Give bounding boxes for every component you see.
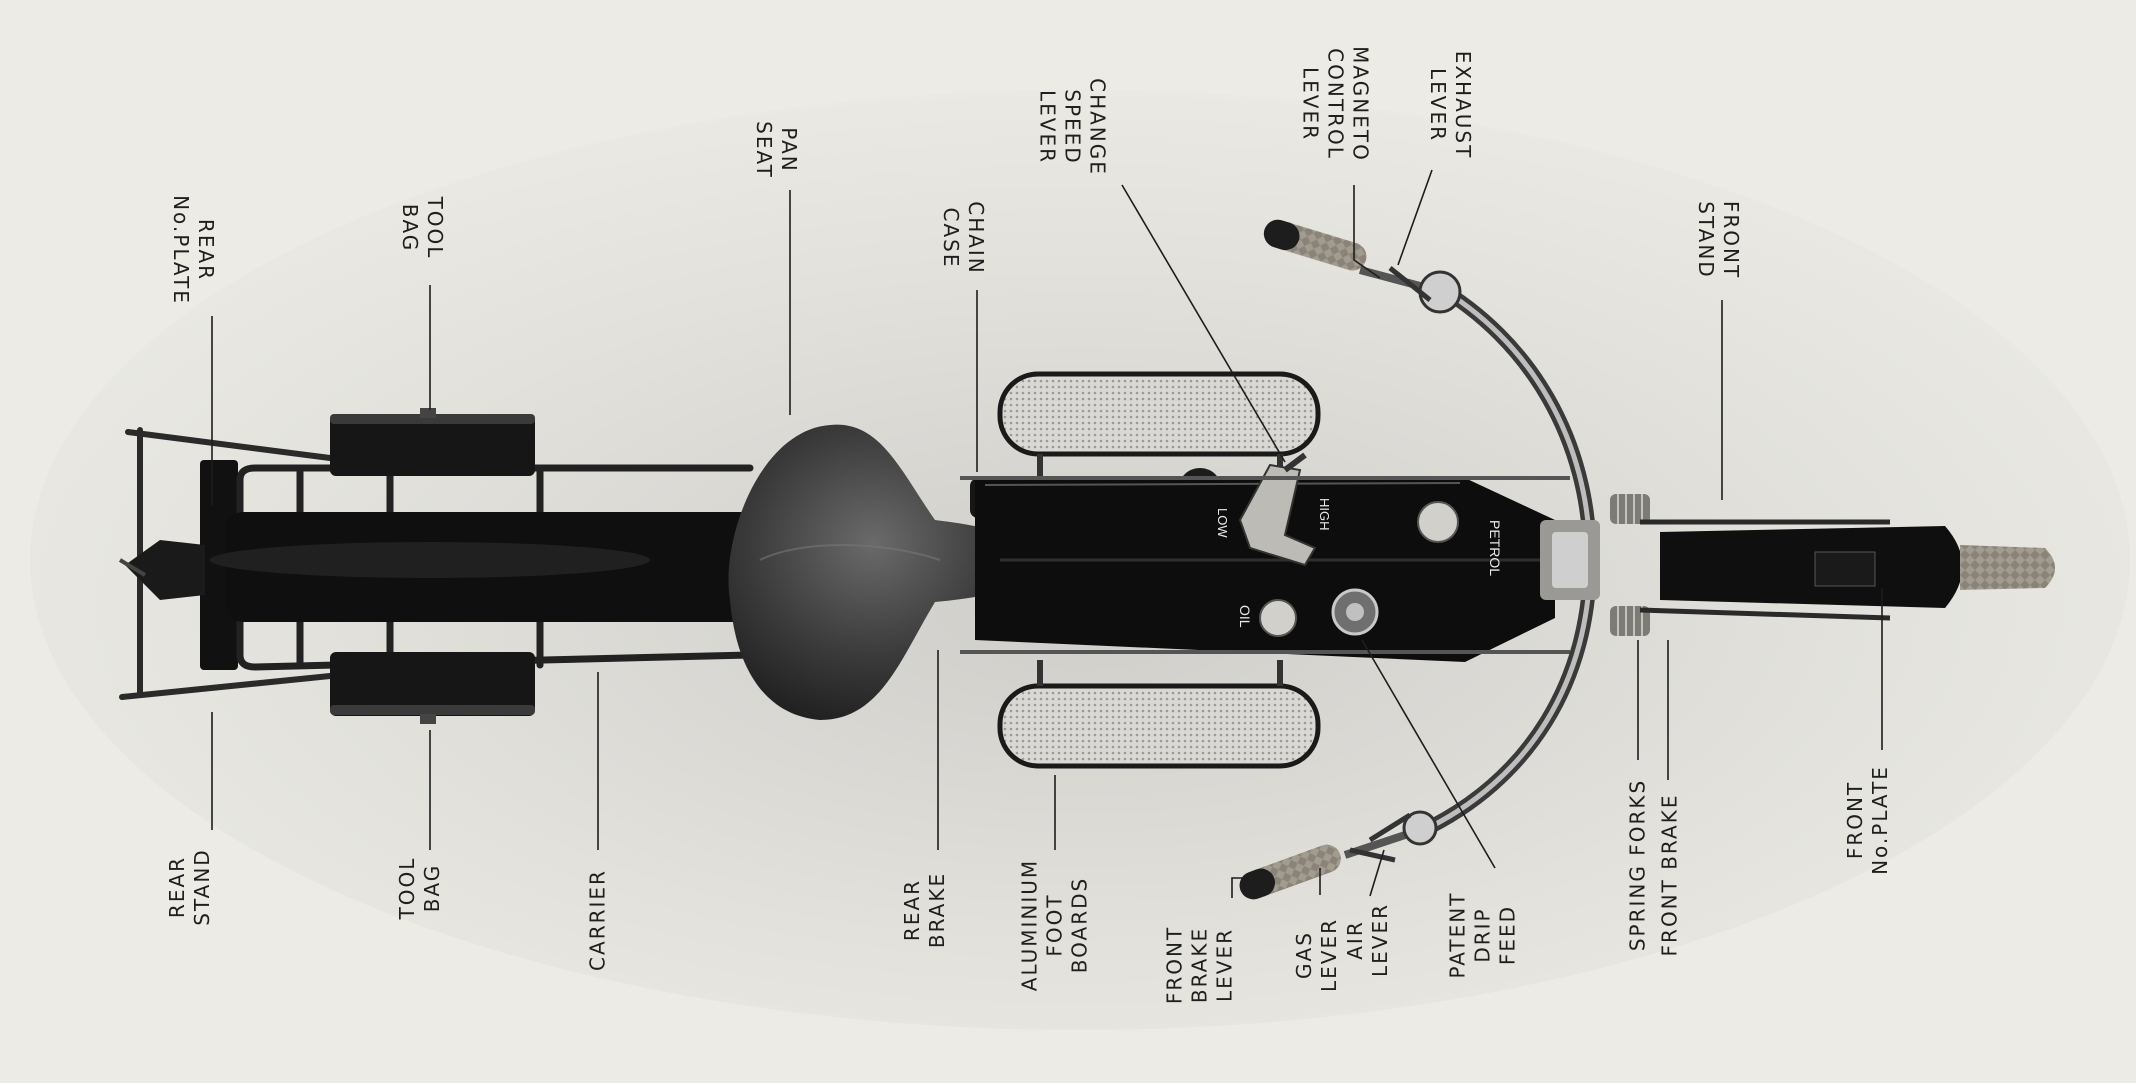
label-change-speed-lever-line-2: SPEED — [1060, 89, 1085, 165]
label-rear-brake-line-1: REAR — [900, 878, 924, 942]
label-magneto-line-3: LEVER — [1298, 66, 1323, 141]
fuel-tank — [975, 478, 1555, 662]
label-front-no-plate-line-2: No.PLATE — [1868, 765, 1892, 875]
tool-bag-top-shape — [330, 414, 535, 476]
label-air-lever-line-2: LEVER — [1368, 903, 1392, 977]
label-rear-no-plate-line-1: REAR — [194, 218, 218, 282]
leader-drip-feed — [1361, 639, 1496, 869]
label-front-brake-lever-line-2: BRAKE — [1187, 926, 1212, 1004]
handlebar-grip-bottom — [1239, 844, 1341, 900]
leader-change-speed — [1121, 184, 1286, 463]
rear-light — [125, 540, 205, 600]
label-tool-bag-bottom-line-2: BAG — [420, 863, 444, 913]
foot-board-top — [997, 371, 1321, 457]
label-drip-feed-line-2: DRIP — [1470, 907, 1495, 963]
label-front-brake-line-1: FRONT BRAKE — [1657, 793, 1682, 957]
handlebar-grip-top — [1263, 219, 1367, 271]
label-tool-bag-top: TOOL BAG — [397, 197, 447, 260]
front-tyre — [1960, 545, 2055, 590]
tank-label-oil: OIL — [1237, 605, 1253, 628]
label-exhaust-line-1: EXHAUST — [1451, 50, 1475, 160]
label-foot-boards-line-3: BOARDS — [1067, 876, 1092, 974]
label-air-lever: AIR LEVER — [1343, 903, 1393, 977]
label-front-stand-line-1: FRONT — [1719, 200, 1743, 280]
leader-air-lever — [1369, 849, 1385, 897]
gear-label-high: HIGH — [1317, 498, 1332, 531]
front-number-plate-shape — [1814, 551, 1876, 587]
label-front-brake-lever-line-1: FRONT — [1162, 925, 1187, 1005]
leader-magneto — [1353, 185, 1381, 279]
label-rear-stand-line-2: STAND — [190, 848, 214, 926]
label-patent-drip-feed: PATENT DRIP FEED — [1446, 892, 1521, 979]
tank-label-petrol: PETROL — [1487, 520, 1503, 576]
label-aluminium-foot-boards: ALUMINIUM FOOT BOARDS — [1018, 859, 1093, 991]
label-spring-forks: SPRING FORKS — [1626, 779, 1651, 951]
label-tool-bag-top-line-1: TOOL — [423, 196, 447, 260]
label-magneto-control-lever: MAGNETO CONTROL LEVER — [1298, 46, 1373, 162]
label-magneto-line-1: MAGNETO — [1348, 46, 1373, 162]
front-mudguard — [1660, 526, 1963, 608]
label-change-speed-lever-line-1: CHANGE — [1085, 78, 1110, 176]
tool-bag-bottom-shape — [330, 652, 535, 716]
label-rear-stand: REAR STAND — [165, 848, 215, 925]
label-rear-stand-line-1: REAR — [165, 855, 189, 919]
label-exhaust-line-2: LEVER — [1426, 67, 1450, 142]
label-chain-case: CHAIN CASE — [938, 201, 988, 275]
front-stand-shape — [1639, 519, 1891, 621]
label-tool-bag-top-line-2: BAG — [398, 203, 422, 253]
label-front-brake: FRONT BRAKE — [1658, 794, 1683, 957]
label-carrier-line-1: CARRIER — [585, 869, 610, 971]
label-change-speed-lever-line-3: LEVER — [1035, 90, 1060, 164]
label-front-brake-lever: FRONT BRAKE LEVER — [1163, 926, 1238, 1004]
label-gas-lever-line-2: LEVER — [1317, 918, 1341, 992]
leader-lines — [211, 169, 1883, 898]
gear-lever-quadrant — [1238, 463, 1317, 567]
label-rear-brake-line-2: BRAKE — [925, 871, 949, 949]
label-front-stand-line-2: STAND — [1694, 201, 1718, 279]
label-air-lever-line-1: AIR — [1343, 920, 1367, 960]
label-front-no-plate-line-1: FRONT — [1843, 780, 1867, 860]
petrol-filler-cap — [1417, 501, 1459, 543]
label-change-speed-lever: CHANGE SPEED LEVER — [1035, 78, 1110, 176]
label-rear-brake: REAR BRAKE — [900, 872, 950, 948]
label-carrier: CARRIER — [586, 869, 611, 971]
label-chain-case-line-2: CASE — [939, 207, 963, 269]
label-front-stand: FRONT STAND — [1693, 201, 1743, 279]
pan-seat-shape — [728, 424, 1050, 720]
leader-front-brake-lever — [1231, 877, 1262, 898]
leader-exhaust — [1397, 169, 1433, 266]
label-rear-no-plate-line-2: No.PLATE — [169, 195, 193, 305]
spring-forks-shape — [1610, 494, 1650, 636]
label-pan-seat: PAN SEAT — [751, 121, 801, 179]
label-pan-seat-line-2: SEAT — [752, 121, 776, 179]
label-tool-bag-bottom: TOOL BAG — [395, 857, 445, 920]
label-front-no-plate: FRONT No.PLATE — [1843, 765, 1893, 875]
label-tool-bag-bottom-line-1: TOOL — [395, 856, 419, 920]
gear-label-low: LOW — [1215, 508, 1230, 538]
label-front-brake-lever-line-3: LEVER — [1212, 928, 1237, 1003]
label-drip-feed-line-3: FEED — [1495, 904, 1520, 966]
foot-board-bottom — [997, 683, 1321, 769]
label-pan-seat-line-1: PAN — [777, 127, 801, 173]
label-gas-lever-line-1: GAS — [1292, 931, 1316, 979]
label-magneto-line-2: CONTROL — [1323, 48, 1348, 160]
label-exhaust-lever: EXHAUST LEVER — [1425, 51, 1475, 160]
label-chain-case-line-1: CHAIN — [964, 201, 988, 275]
label-rear-no-plate: REAR No.PLATE — [168, 195, 218, 305]
label-foot-boards-line-1: ALUMINIUM — [1017, 858, 1042, 992]
label-drip-feed-line-1: PATENT — [1445, 891, 1470, 979]
oil-filler-cap — [1259, 599, 1297, 637]
label-spring-forks-line-1: SPRING FORKS — [1625, 778, 1650, 952]
label-foot-boards-line-2: FOOT — [1042, 893, 1067, 957]
label-gas-lever: GAS LEVER — [1292, 918, 1342, 992]
